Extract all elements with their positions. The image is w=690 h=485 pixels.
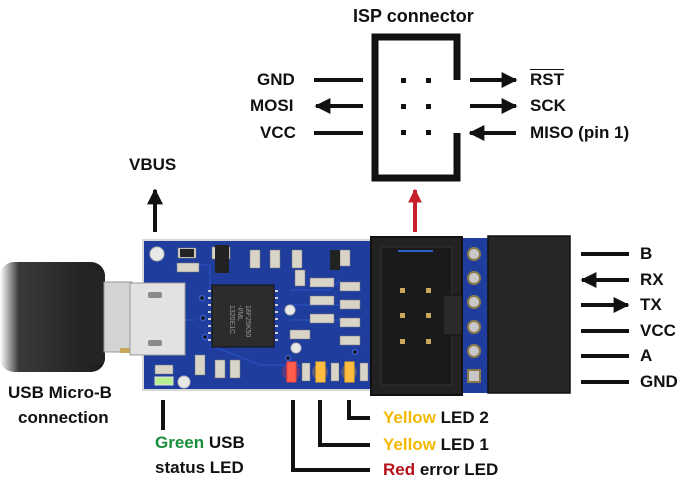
yellow-led-2-leader (347, 400, 370, 420)
green-rest: USB (204, 433, 245, 452)
status-leds (154, 361, 369, 386)
isp-pin-dots (401, 78, 431, 135)
vbus-label: VBUS (129, 155, 177, 174)
usb-connection-label-line2: connection (18, 408, 109, 427)
isp-connector-schematic (314, 33, 518, 182)
isp-left-label-gnd: GND (257, 70, 295, 89)
isp-right-label-miso: MISO (pin 1) (530, 123, 630, 142)
red-led-leader (291, 400, 370, 472)
isp-right-label-sck: SCK (530, 96, 566, 115)
serial-female-header (487, 235, 571, 394)
yellow2-word: Yellow (383, 408, 436, 427)
red-error-led-label: Red error LED (383, 460, 498, 480)
green-led-label-line2: status LED (155, 458, 244, 477)
yellow-led-1 (315, 361, 326, 383)
yellow2-rest: LED 2 (435, 408, 489, 427)
chip-marking-1: 18F25K50 (244, 305, 251, 337)
serial-label-rx: RX (640, 270, 664, 289)
yellow-led-2-label: Yellow LED 2 (383, 408, 489, 428)
yellow-led-1-label: Yellow LED 1 (383, 435, 489, 455)
serial-label-tx: TX (640, 295, 662, 314)
isp-left-label-mosi: MOSI (250, 96, 294, 115)
red-error-led (286, 361, 297, 383)
usb-connection-label-line1: USB Micro-B (8, 383, 112, 402)
serial-header-pins (467, 247, 481, 383)
isp-box-header (370, 236, 463, 396)
serial-label-a: A (640, 346, 653, 365)
isp-connector-outline (371, 33, 461, 182)
led-leader-lines (161, 400, 370, 472)
isp-connector-title: ISP connector (353, 6, 474, 26)
yellow-led-2 (344, 361, 355, 383)
chip-marking-3: 1320E1C (228, 305, 235, 334)
pcb-board: 18F25K50 -I/ML 1320E1C (129, 238, 488, 393)
green-word: Green (155, 433, 205, 452)
chip-marking-2: -I/ML (236, 305, 243, 321)
serial-label-b: B (640, 244, 653, 263)
green-usb-led (154, 376, 174, 386)
yellow1-word: Yellow (383, 435, 436, 454)
green-led-label-line1: Green USB (155, 433, 245, 453)
yellow-led-1-leader (318, 400, 370, 447)
red-rest: error LED (415, 460, 499, 479)
serial-label-gnd: GND (640, 372, 678, 391)
usb-cable (0, 262, 133, 372)
isp-right-label-rst: RST (530, 70, 564, 89)
yellow1-rest: LED 1 (435, 435, 489, 454)
serial-label-vcc: VCC (640, 321, 676, 340)
serial-pin-lines (580, 252, 630, 384)
microcontroller-chip: 18F25K50 -I/ML 1320E1C (208, 284, 278, 348)
red-word: Red (383, 460, 416, 479)
isp-left-label-vcc: VCC (260, 123, 296, 142)
